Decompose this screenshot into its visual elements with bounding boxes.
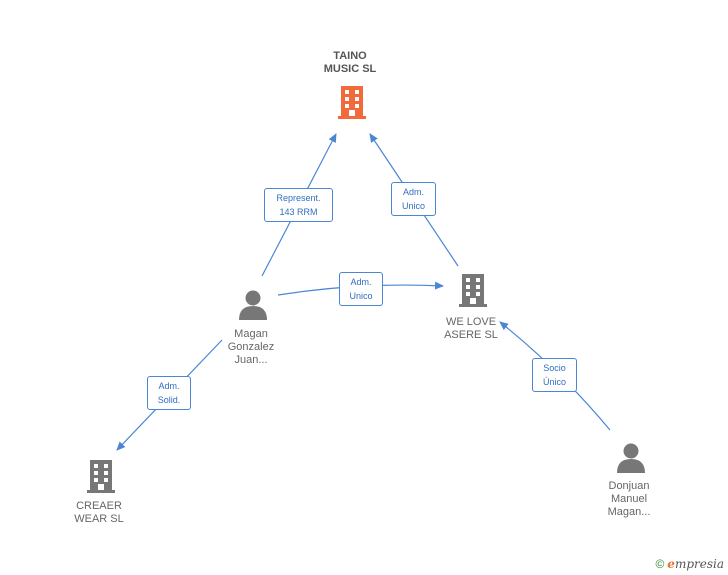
building-icon[interactable] [459,274,487,307]
copyright-icon: © [655,557,665,571]
edge-label-adm-solid[interactable]: Adm. Solid. [147,376,191,410]
node-label-line: Juan... [234,354,268,366]
edge-label-line: Socio [543,363,566,373]
edge-label-adm-unico-welove[interactable]: Adm. Unico [339,272,383,306]
node-label-line: Magan... [607,506,651,518]
node-label-line: Manuel [610,493,648,505]
edge-label-line: Unico [401,201,425,211]
edge-label-line: 143 RRM [279,207,318,217]
node-label-line: Donjuan [608,480,650,492]
edge-label-line: Único [542,377,566,387]
node-label-magan-gonzalez[interactable]: Magan Gonzalez Juan... [191,328,311,367]
edge-label-line: Adm. [350,277,372,287]
edge-label-line: Unico [349,291,373,301]
node-label-line: MUSIC SL [323,63,377,75]
brand-logo: empresia [667,557,724,571]
building-icon[interactable] [338,86,366,119]
edge-label-line: Adm. [158,381,180,391]
node-label-we-love-asere[interactable]: WE LOVE ASERE SL [411,316,531,342]
edge-label-adm-unico-taino[interactable]: Adm. Unico [391,182,436,216]
node-label-line: WEAR SL [74,513,124,525]
edge-label-socio-unico[interactable]: Socio Único [532,358,577,392]
building-icon[interactable] [87,460,115,493]
edge-label-represent[interactable]: Represent. 143 RRM [264,188,333,222]
node-label-line: TAINO [333,50,367,62]
footer-brand[interactable]: ©empresia [655,557,724,571]
node-label-creaer-wear[interactable]: CREAER WEAR SL [39,500,159,526]
edge-label-line: Solid. [157,395,181,405]
node-label-line: WE LOVE [445,316,497,328]
edge-label-line: Represent. [276,193,321,203]
node-label-line: ASERE SL [444,329,498,341]
node-label-line: CREAER [76,500,122,512]
person-icon[interactable] [617,443,645,474]
edge-label-line: Adm. [402,187,424,197]
node-label-donjuan-manuel[interactable]: Donjuan Manuel Magan... [569,480,689,519]
node-label-taino-music[interactable]: TAINO MUSIC SL [290,50,410,76]
node-label-line: Gonzalez [227,341,275,353]
person-icon[interactable] [239,290,267,321]
node-label-line: Magan [234,328,268,340]
